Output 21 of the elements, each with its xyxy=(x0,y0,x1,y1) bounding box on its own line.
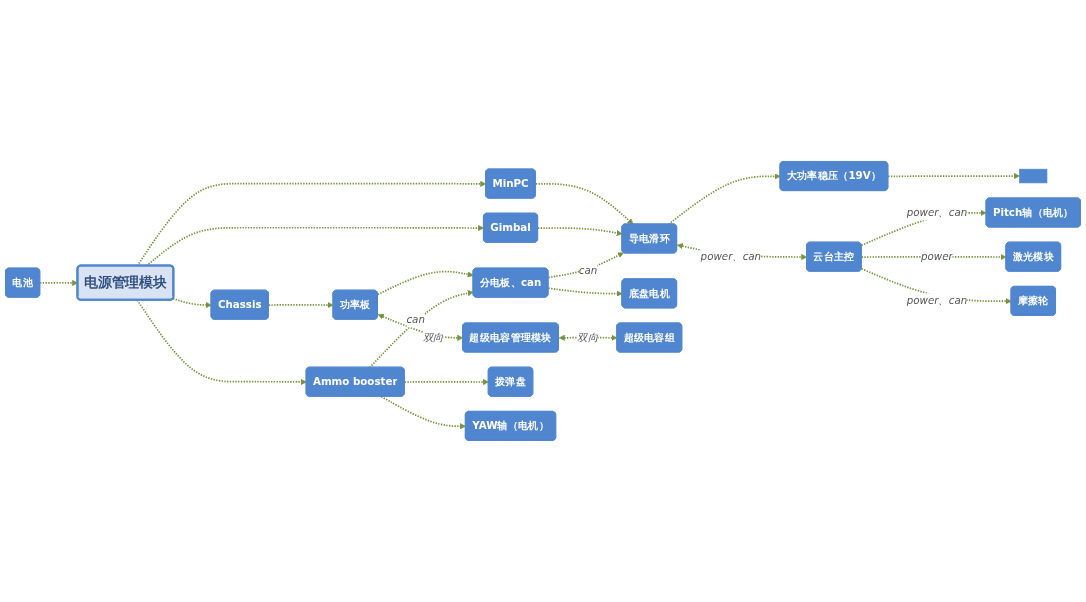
edge-label: can xyxy=(406,313,425,326)
arrow xyxy=(380,395,466,430)
edge-label: power、can xyxy=(700,250,762,263)
arrow xyxy=(377,313,464,341)
arrow xyxy=(887,173,1020,180)
edge-label: can xyxy=(578,264,598,278)
arrow xyxy=(558,334,618,341)
arrow xyxy=(537,227,623,237)
arrow xyxy=(136,299,307,385)
edge-label: 双向 xyxy=(423,331,444,344)
arrow xyxy=(172,297,212,308)
edge-label: power xyxy=(921,250,953,263)
arrow xyxy=(534,183,634,225)
edge-label: power、can xyxy=(906,294,968,307)
edge-label: power、can xyxy=(906,206,968,219)
node-box xyxy=(1019,168,1048,184)
arrow xyxy=(267,302,334,309)
edge-label: 双向 xyxy=(577,331,598,344)
arrow xyxy=(376,270,474,296)
arrow xyxy=(368,290,474,369)
arrow xyxy=(403,379,489,386)
